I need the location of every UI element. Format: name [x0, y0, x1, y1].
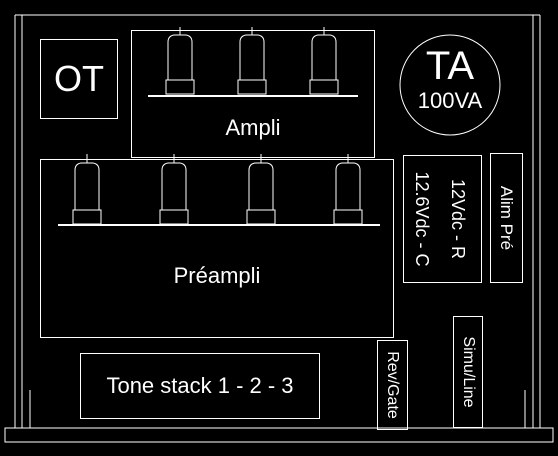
preampli-tubes — [58, 154, 380, 226]
alim-pre-block — [490, 153, 523, 283]
simu-line-label: Simu/Line — [460, 336, 477, 408]
ta-transformer-circle — [399, 34, 501, 136]
preampli-tube-2 — [159, 154, 189, 225]
ampli-tube-2 — [237, 27, 267, 95]
preampli-block — [40, 159, 394, 338]
ampli-block — [131, 30, 375, 158]
preampli-label: Préampli — [173, 263, 261, 288]
ta-rating: 100VA — [417, 88, 483, 113]
ampli-label: Ampli — [225, 115, 281, 140]
ampli-tube-3 — [309, 27, 339, 95]
tone-stack-block — [80, 353, 320, 419]
ot-block — [40, 39, 118, 119]
preampli-tube-1 — [72, 154, 102, 225]
simu-line-block — [453, 316, 483, 428]
ampli-tube-1 — [165, 27, 195, 95]
ot-label: OT — [54, 58, 104, 99]
rev-gate-block — [377, 340, 408, 430]
rev-gate-label: Rev/Gate — [384, 351, 401, 419]
chassis-outline — [4, 14, 554, 443]
preampli-tube-4 — [333, 154, 363, 225]
ta-title: TA — [425, 44, 475, 88]
supply-block — [403, 155, 482, 283]
alim-pre-label: Alim Pré — [497, 185, 516, 251]
tone-stack-label: Tone stack 1 - 2 - 3 — [106, 373, 294, 398]
ampli-tubes — [148, 27, 358, 97]
preampli-tube-3 — [246, 154, 276, 225]
supply-126v-label: 12.6Vdc - C — [412, 171, 432, 267]
supply-12v-label: 12Vdc - R — [448, 178, 468, 260]
